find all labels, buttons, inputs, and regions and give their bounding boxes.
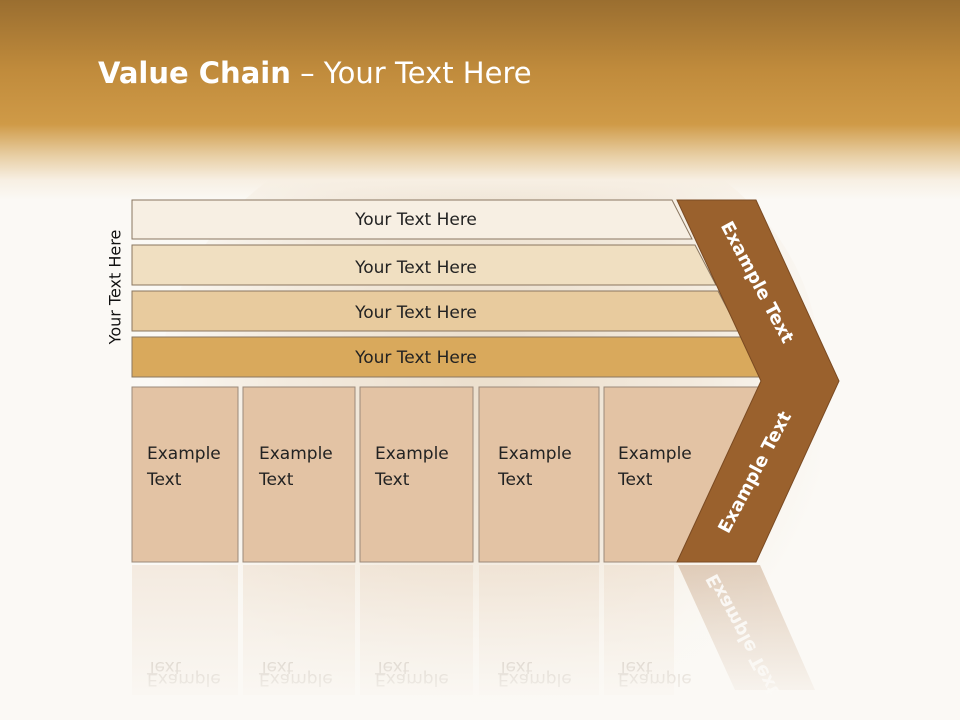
bar-1 <box>131 199 693 240</box>
title-rest: – Your Text Here <box>290 56 532 90</box>
header-band <box>0 0 960 200</box>
column-1 <box>131 386 239 563</box>
bar-3-label: Your Text Here <box>354 303 477 323</box>
column-1-line2: Text <box>146 470 182 490</box>
column-4 <box>478 386 600 563</box>
bar-2-label: Your Text Here <box>354 258 477 278</box>
column-5-line1: Example <box>618 444 692 464</box>
chevron-arrow <box>676 199 840 563</box>
column-2 <box>242 386 356 563</box>
column-2-line1: Example <box>259 444 333 464</box>
column-3-line1: Example <box>375 444 449 464</box>
reflection-fade <box>120 562 840 712</box>
column-2-line2: Text <box>258 470 294 490</box>
column-4-line2: Text <box>497 470 533 490</box>
bar-4-label: Your Text Here <box>354 348 477 368</box>
column-4-line1: Example <box>498 444 572 464</box>
title-bold: Value Chain <box>98 56 291 90</box>
column-3-line2: Text <box>374 470 410 490</box>
column-3 <box>359 386 474 563</box>
column-5-line2: Text <box>617 470 653 490</box>
column-1-line1: Example <box>147 444 221 464</box>
bar-1-label: Your Text Here <box>354 210 477 230</box>
slide-title: Value Chain – Your Text Here <box>98 56 532 90</box>
